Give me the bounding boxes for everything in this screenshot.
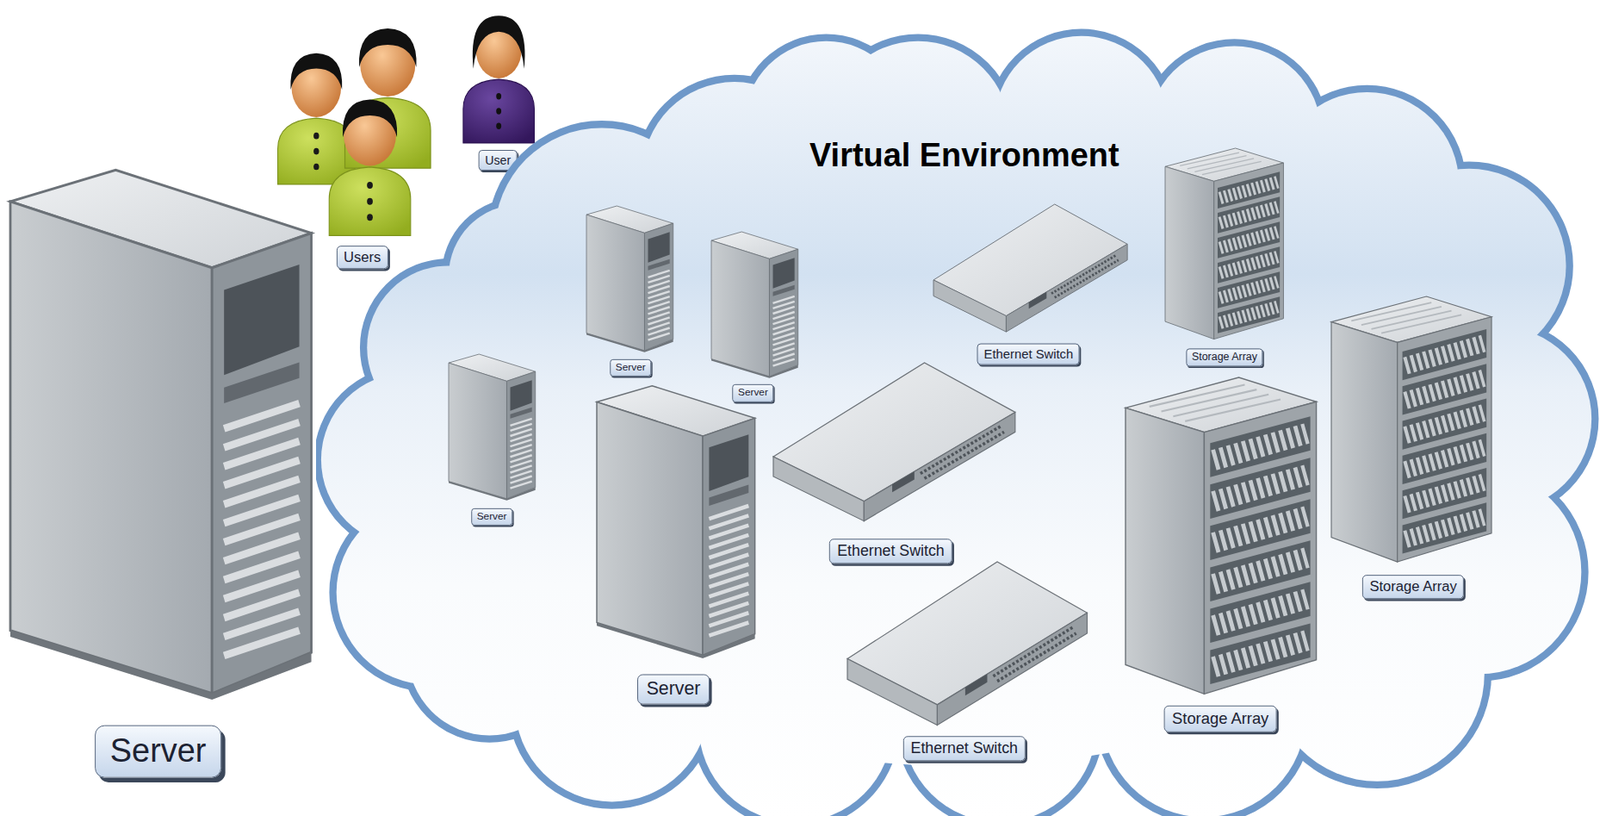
server-icon — [711, 229, 799, 379]
device-label: Server — [94, 725, 223, 778]
storage-node: Storage Array — [1165, 148, 1284, 340]
server-figure — [586, 205, 674, 353]
label-slot: Storage Array — [1164, 705, 1278, 732]
storage-icon — [1125, 377, 1317, 694]
server-node: Server — [586, 204, 674, 353]
storage-icon — [1165, 148, 1284, 340]
switch-node: Ethernet Switch — [847, 561, 1087, 726]
server-figure — [596, 385, 756, 658]
switch-icon — [847, 561, 1087, 726]
region-title: Virtual Environment — [809, 136, 1119, 174]
server-icon — [10, 163, 312, 700]
switch-node: Ethernet Switch — [933, 204, 1128, 332]
label-slot: Ethernet Switch — [903, 735, 1026, 762]
cloud-region: Virtual EnvironmentServerServerEthernet … — [316, 20, 1600, 816]
storage-figure — [1125, 377, 1317, 694]
cloud-core — [428, 111, 1490, 765]
device-label: Storage Array — [1362, 574, 1464, 599]
switch-icon — [933, 204, 1128, 332]
label-slot: Server — [637, 673, 710, 704]
server-node: Server — [448, 352, 536, 501]
switch-node: Ethernet Switch — [773, 362, 1016, 521]
device-label: Storage Array — [1185, 347, 1263, 366]
server-node: Server — [596, 382, 756, 658]
device-label: Users — [336, 245, 389, 270]
server-figure — [448, 353, 536, 501]
storage-figure — [1331, 296, 1492, 562]
device-label: Server — [610, 358, 652, 376]
storage-icon — [1331, 296, 1492, 562]
device-label: Ethernet Switch — [903, 735, 1026, 762]
storage-figure — [1165, 148, 1284, 340]
cloud-fill — [321, 35, 1592, 815]
switch-figure — [933, 204, 1128, 332]
device-label: Server — [732, 384, 775, 402]
cloud-border — [321, 35, 1592, 815]
label-slot: Server — [471, 507, 513, 525]
device-label: Server — [471, 507, 513, 525]
server-figure — [10, 169, 312, 700]
label-slot: Ethernet Switch — [829, 538, 952, 565]
label-slot: Server — [732, 384, 775, 402]
device-label: Storage Array — [1164, 705, 1278, 732]
label-slot: Storage Array — [1185, 347, 1263, 366]
server-icon — [596, 382, 756, 658]
person-figure — [463, 15, 535, 143]
users-icon — [270, 15, 440, 236]
label-slot: Server — [94, 725, 223, 778]
server-node: Server — [10, 163, 312, 700]
storage-node: Storage Array — [1331, 296, 1492, 562]
server-node: Server — [711, 229, 799, 379]
switch-figure — [847, 561, 1087, 726]
server-icon — [448, 352, 536, 501]
device-label: Ethernet Switch — [977, 343, 1080, 366]
device-label: Ethernet Switch — [829, 538, 952, 565]
user-node: User — [456, 5, 541, 143]
storage-node: Storage Array — [1125, 377, 1317, 694]
label-slot: Server — [610, 358, 652, 376]
person-figure — [278, 52, 356, 184]
label-slot: Users — [336, 245, 389, 270]
device-label: Server — [637, 673, 710, 704]
person-figure — [328, 99, 411, 236]
server-figure — [711, 231, 799, 379]
region-title-slot: Virtual Environment — [809, 136, 1119, 174]
user-icon — [456, 5, 541, 143]
users-group: Users — [270, 15, 440, 236]
label-slot: Ethernet Switch — [977, 343, 1080, 366]
switch-icon — [773, 362, 1016, 521]
label-slot: Storage Array — [1362, 574, 1464, 599]
switch-figure — [773, 362, 1016, 521]
server-icon — [586, 204, 674, 353]
